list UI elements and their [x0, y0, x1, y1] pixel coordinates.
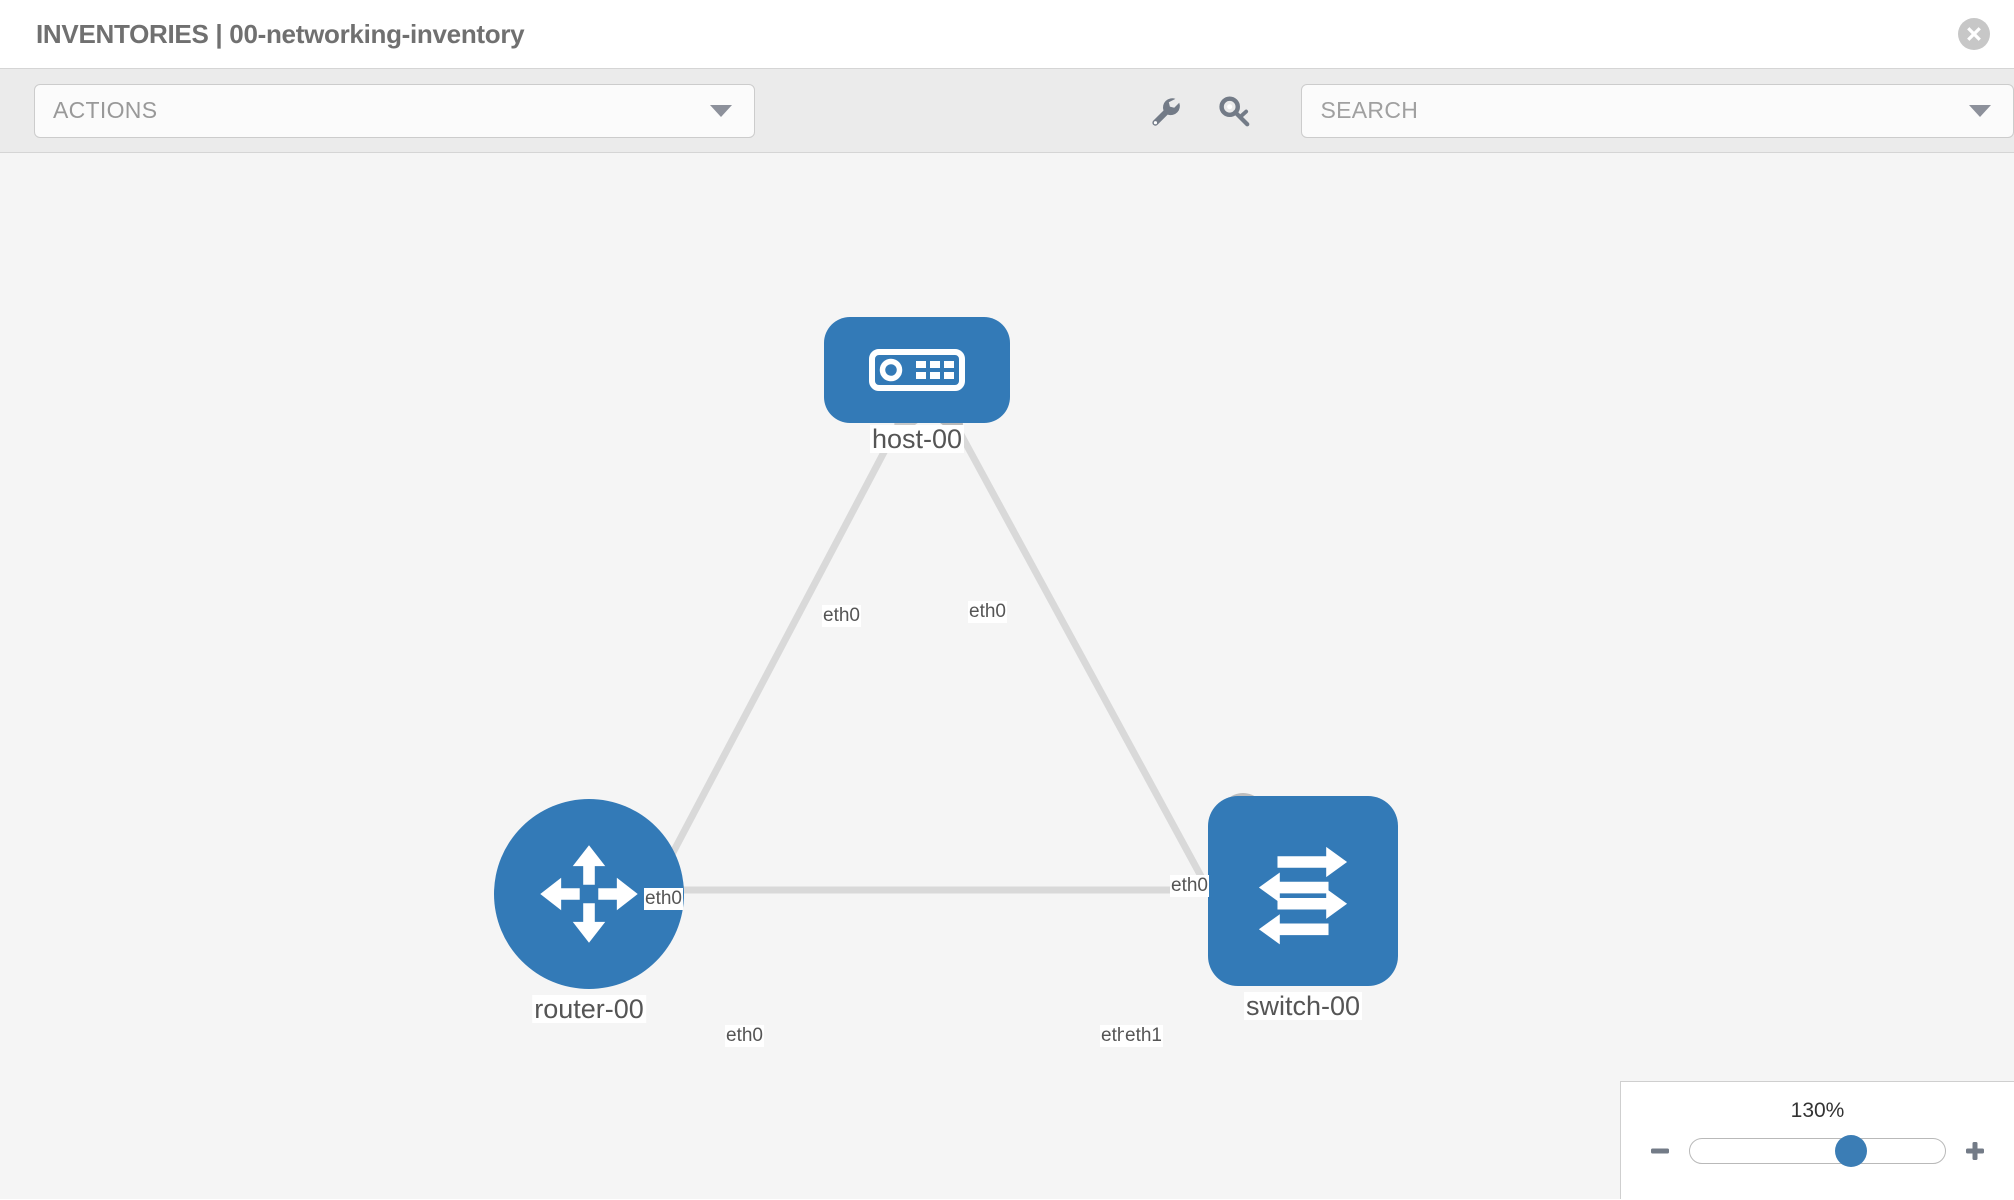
actions-dropdown-label: ACTIONS	[53, 97, 158, 123]
node-host-00-label: host-00	[869, 424, 965, 454]
node-switch-00-shape[interactable]	[1208, 796, 1398, 986]
toolbar-icon-group	[1145, 91, 1255, 131]
zoom-percent-label: 130%	[1790, 1099, 1845, 1122]
iface-label-host-left: eth0	[822, 605, 861, 627]
iface-label-switch-up: eth0	[1170, 875, 1209, 897]
topology-edges	[616, 385, 1266, 955]
key-button[interactable]	[1215, 91, 1255, 131]
zoom-slider-row	[1621, 1135, 2014, 1167]
minus-icon	[1651, 1148, 1669, 1154]
node-host-00-shape[interactable]	[824, 317, 1010, 423]
node-switch-00-label: switch-00	[1243, 991, 1363, 1021]
close-icon	[1967, 27, 1981, 41]
zoom-in-button[interactable]	[1962, 1138, 1988, 1164]
search-input[interactable]: SEARCH	[1301, 83, 2014, 138]
router-arrows-icon	[540, 845, 638, 943]
close-button[interactable]	[1958, 18, 1990, 50]
zoom-slider[interactable]	[1689, 1135, 1946, 1167]
node-switch-00[interactable]: switch-00	[1208, 796, 1398, 1020]
wrench-icon	[1152, 97, 1181, 126]
link-host-switch[interactable]	[948, 416, 1244, 950]
topology-canvas[interactable]: host-00 eth0 eth0 router-00 eth0 eth0	[0, 153, 2014, 1199]
node-host-00[interactable]: host-00	[824, 317, 1010, 453]
chevron-down-icon	[710, 104, 733, 117]
switch-arrows-icon	[1258, 846, 1348, 945]
plus-icon	[1966, 1142, 1984, 1160]
node-router-00-label: router-00	[532, 994, 646, 1024]
server-icon	[869, 349, 965, 391]
iface-label-switch-left: eth1	[1124, 1025, 1163, 1047]
actions-dropdown[interactable]: ACTIONS	[34, 83, 756, 138]
zoom-slider-handle[interactable]	[1834, 1135, 1867, 1167]
wrench-button[interactable]	[1145, 91, 1185, 131]
iface-label-host-right: eth0	[968, 601, 1007, 623]
iface-label-router-up: eth0	[644, 888, 683, 910]
iface-label-router-right: eth0	[725, 1025, 764, 1047]
page-title: INVENTORIES | 00-networking-inventory	[36, 18, 525, 49]
zoom-control-panel: 130%	[1620, 1081, 2014, 1199]
zoom-out-button[interactable]	[1647, 1138, 1673, 1164]
search-placeholder: SEARCH	[1320, 97, 1419, 123]
key-icon	[1219, 95, 1250, 126]
chevron-down-icon	[1969, 104, 1991, 117]
node-router-00[interactable]: router-00	[494, 799, 684, 1023]
toolbar: ACTIONS SEARCH	[0, 68, 2014, 153]
page-header: INVENTORIES | 00-networking-inventory	[0, 0, 2014, 68]
